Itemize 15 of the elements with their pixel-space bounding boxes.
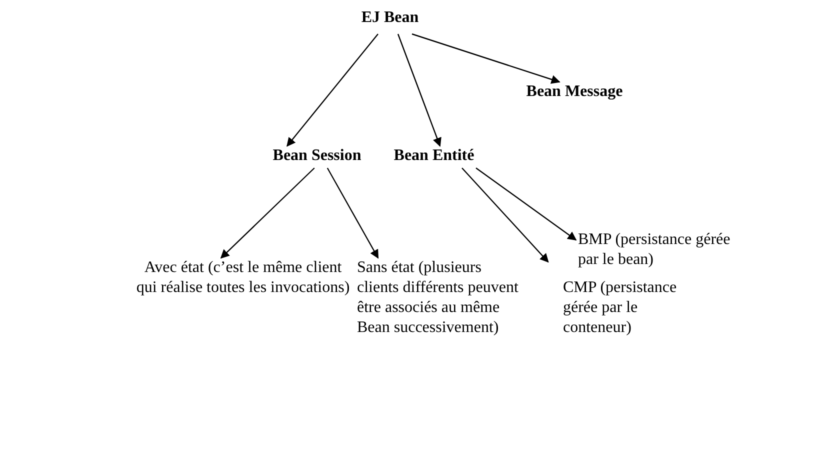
node-description: Sans état (plusieurs clients différents peuvent être associés au même Bean successivement) xyxy=(357,258,520,338)
node-description: CMP (persistance gérée par le conteneur) xyxy=(563,278,678,338)
node-title: Bean Entité xyxy=(392,146,476,166)
arrow xyxy=(412,33,560,84)
arrow xyxy=(326,168,379,259)
node-description: Avec état (c’est le même client qui réalise toutes les invocations) xyxy=(135,258,351,298)
arrow xyxy=(220,168,315,259)
arrow xyxy=(286,34,378,147)
node-title: EJ Bean xyxy=(360,8,420,28)
node-title: Bean Session xyxy=(272,146,362,166)
arrow xyxy=(476,168,577,240)
node-description: BMP (persistance gérée par le bean) xyxy=(578,230,732,270)
node-title: Bean Message xyxy=(525,82,624,102)
arrow xyxy=(397,34,442,147)
arrow xyxy=(462,168,549,263)
